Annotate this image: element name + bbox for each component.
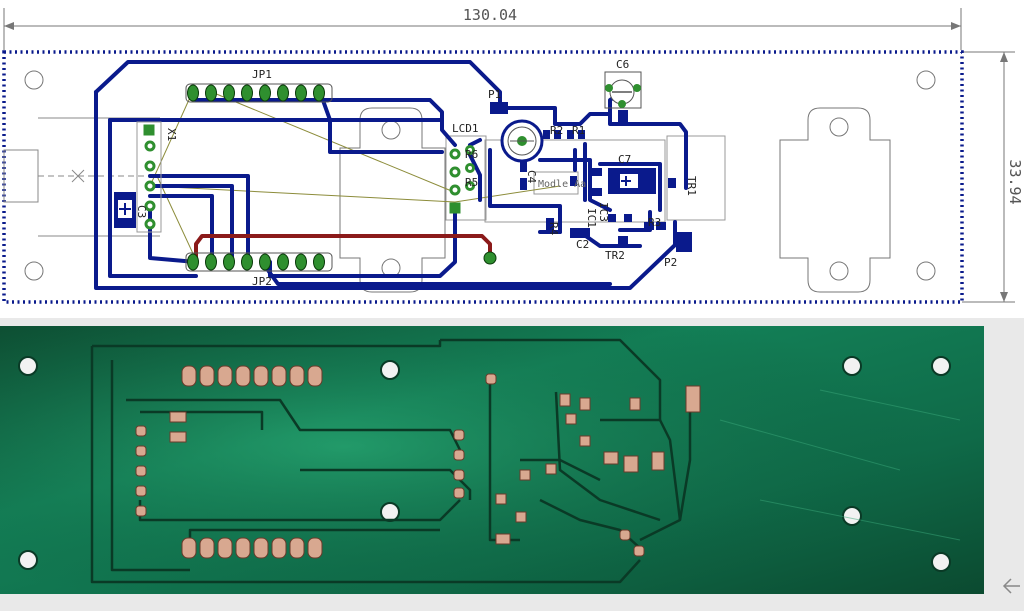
board-outline xyxy=(2,50,964,304)
jp1-header: JP1 xyxy=(185,68,333,103)
r6-label: R6 xyxy=(465,148,478,161)
ic1-label: IC1 xyxy=(585,208,598,228)
jp2-header: JP2 xyxy=(185,252,333,288)
jp1-label: JP1 xyxy=(252,68,272,81)
jp2-label: JP2 xyxy=(252,275,272,288)
photo-traces xyxy=(90,338,692,584)
height-label: 33.94 xyxy=(1006,159,1024,204)
p1-label: P1 xyxy=(488,88,501,101)
lcd1-connector: LCD1 R6 R5 xyxy=(449,122,479,214)
module-text: Modle Aa xyxy=(538,179,586,190)
via xyxy=(483,251,497,265)
width-label: 130.04 xyxy=(463,6,517,24)
width-dimension: 130.04 xyxy=(3,6,962,50)
photo-pads xyxy=(135,373,701,557)
arrow-left-icon[interactable] xyxy=(1002,578,1020,594)
tr2-label: TR2 xyxy=(605,249,625,262)
x1-connector: X1 xyxy=(136,121,178,233)
p1-pad: P1 xyxy=(488,88,508,114)
c4-label: C4 xyxy=(525,170,538,184)
ratsnest-lines xyxy=(149,92,561,261)
photo-header-top xyxy=(181,365,323,387)
c7-capacitor: C7 xyxy=(608,153,656,194)
c6-trimmer: C6 xyxy=(604,58,642,109)
p2-label: P2 xyxy=(664,256,677,269)
r5-label: R5 xyxy=(465,176,478,189)
x1-label: X1 xyxy=(165,128,178,141)
r4-label: R4 xyxy=(547,222,560,236)
ic3-label: IC3 xyxy=(597,202,610,222)
copper-traces xyxy=(94,60,688,290)
tr1-label: TR1 xyxy=(685,176,698,196)
photo-scratches xyxy=(719,389,961,541)
photo-holes xyxy=(18,356,951,572)
r2-label: R2 xyxy=(550,124,563,137)
c6-label: C6 xyxy=(616,58,629,71)
r3-label: R3 xyxy=(648,216,661,229)
photo-header-bottom xyxy=(181,537,323,559)
pcb-photo xyxy=(0,318,1024,611)
r1-label: R1 xyxy=(572,124,585,137)
c3-label: C3 xyxy=(135,205,148,218)
ic-area-labels: R2 R1 C4 Modle Aa IC3 IC1 R4 C2 R3 TR2 T… xyxy=(525,124,698,262)
red-trace xyxy=(194,234,492,262)
pcb-layout: 130.04 33.94 xyxy=(2,6,1024,304)
c3-capacitor: C3 xyxy=(114,192,148,228)
bracket-outline-right xyxy=(779,107,891,293)
component-outlines xyxy=(445,135,726,223)
lcd1-label: LCD1 xyxy=(452,122,479,135)
height-dimension: 33.94 xyxy=(962,51,1024,303)
p2-pad: P2 xyxy=(664,232,692,269)
round-component xyxy=(500,119,544,163)
c2-label: C2 xyxy=(576,238,589,251)
mounting-holes xyxy=(24,70,936,281)
smd-pads xyxy=(520,110,676,244)
c7-label: C7 xyxy=(618,153,631,166)
bracket-outline-center xyxy=(339,107,446,293)
